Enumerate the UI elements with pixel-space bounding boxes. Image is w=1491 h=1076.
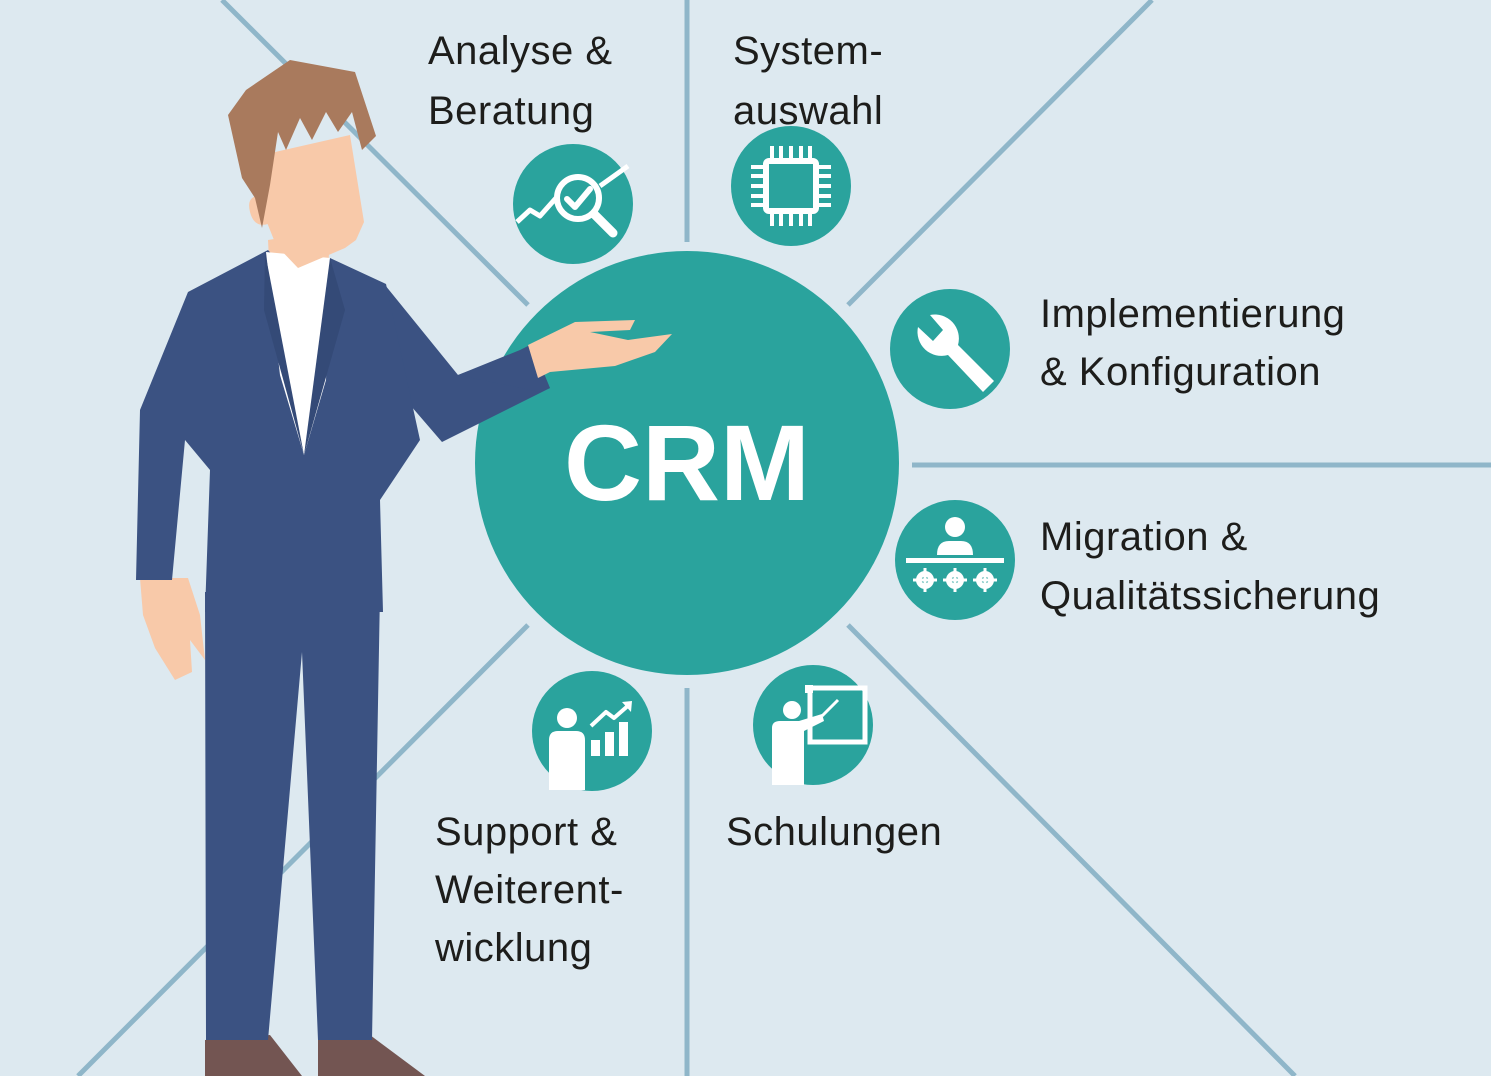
microchip-icon xyxy=(731,126,851,246)
jacket xyxy=(136,250,420,612)
person-conveyor-gears-icon xyxy=(895,500,1015,620)
label-implementierung: Implementierung & Konfiguration xyxy=(1040,292,1357,394)
wrench-icon xyxy=(890,289,1010,409)
businessman-illustration xyxy=(136,60,672,1076)
presenter-board-icon xyxy=(753,665,873,785)
divider-line xyxy=(846,623,1297,1076)
right-shoe xyxy=(318,1035,425,1076)
right-hand xyxy=(528,320,672,378)
label-migration: Migration & Qualitätssicherung xyxy=(1040,515,1380,618)
person-growth-chart-icon xyxy=(532,671,652,791)
label-support: Support & Weiterent- wicklung xyxy=(434,810,635,970)
left-lapel xyxy=(264,252,304,455)
divider-line xyxy=(846,0,1154,307)
label-systemauswahl: System- auswahl xyxy=(733,29,895,133)
crm-center-label: CRM xyxy=(564,402,810,523)
left-shoe xyxy=(205,1035,302,1076)
divider-line xyxy=(220,0,530,307)
divider-lines xyxy=(76,0,1491,1076)
right-lapel xyxy=(304,258,345,455)
analysis-magnifier-check-icon xyxy=(513,144,633,264)
hair xyxy=(228,60,376,228)
right-arm-sleeve xyxy=(458,344,550,392)
divider-line xyxy=(76,623,530,1076)
label-schulungen: Schulungen xyxy=(726,810,942,854)
face xyxy=(262,135,364,268)
left-hand xyxy=(140,578,205,680)
right-arm-sleeve xyxy=(380,285,550,442)
trousers xyxy=(205,592,380,1040)
label-analyse-beratung: Analyse & Beratung xyxy=(428,29,624,133)
